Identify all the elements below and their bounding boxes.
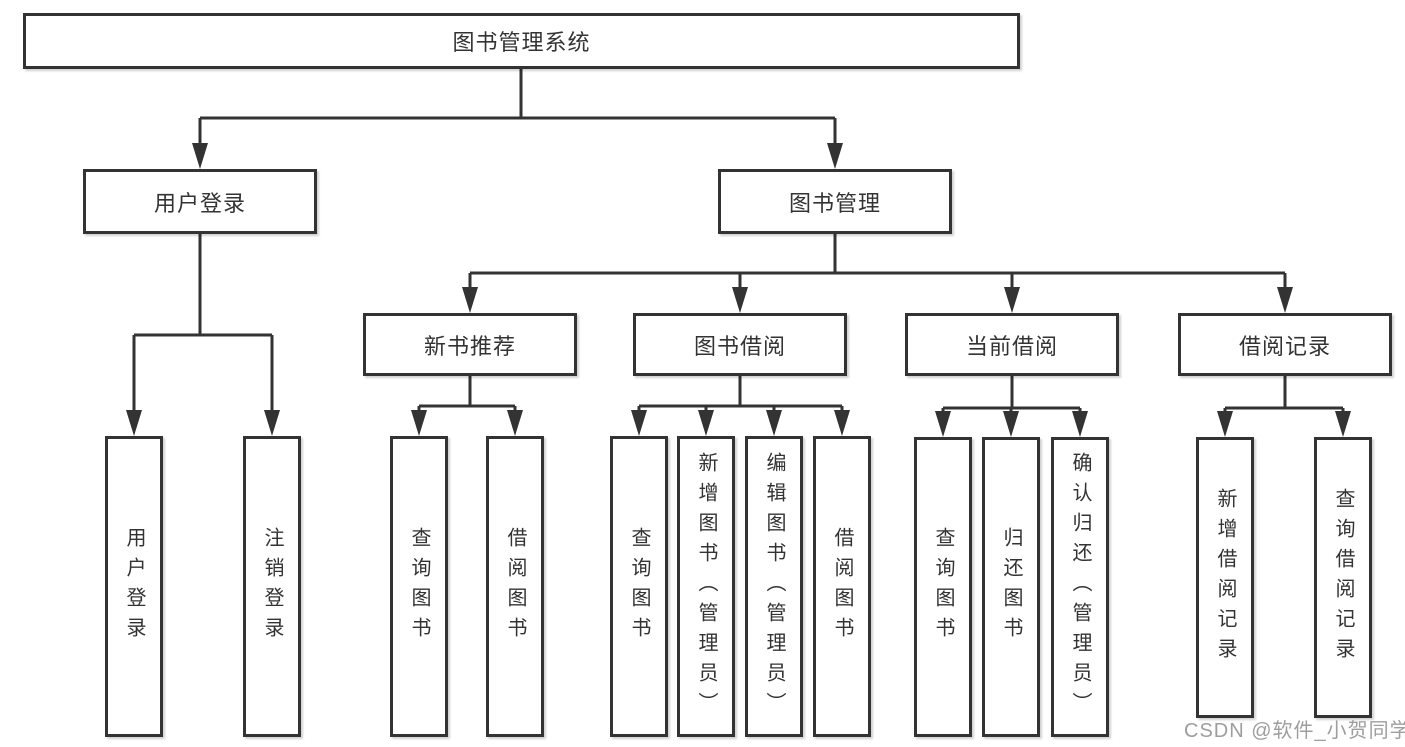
node-book-borrowing: 图书借阅 — [633, 313, 847, 376]
leaf-logout-login: 注销登录 — [243, 436, 301, 737]
node-borrowing-records-label: 借阅记录 — [1238, 333, 1331, 359]
leaf-add-books-admin: 新增图书（管理员） — [677, 436, 735, 737]
node-current-borrowing: 当前借阅 — [905, 313, 1119, 376]
leaf-query-books-borrowing-label: 查询图书 — [628, 526, 650, 647]
leaf-query-books-recommend-label: 查询图书 — [408, 526, 430, 647]
leaf-query-borrow-record-label: 查询借阅记录 — [1332, 487, 1354, 668]
leaf-user-login: 用户登录 — [105, 436, 163, 737]
node-book-management-label: 图书管理 — [788, 190, 881, 216]
leaf-add-books-admin-label: 新增图书（管理员） — [695, 451, 717, 722]
leaf-confirm-return-admin: 确认归还（管理员） — [1051, 437, 1109, 737]
leaf-query-books-current-label: 查询图书 — [932, 527, 954, 647]
node-new-book-recommend-label: 新书推荐 — [423, 333, 516, 359]
leaf-query-borrow-record: 查询借阅记录 — [1314, 437, 1372, 718]
node-current-borrowing-label: 当前借阅 — [965, 333, 1058, 359]
leaf-logout-login-label: 注销登录 — [261, 526, 283, 647]
leaf-query-books-current: 查询图书 — [914, 437, 972, 737]
leaf-query-books-recommend: 查询图书 — [390, 436, 448, 737]
leaf-add-borrow-record-label: 新增借阅记录 — [1214, 487, 1236, 668]
node-user-login-label: 用户登录 — [153, 190, 246, 216]
leaf-query-books-borrowing: 查询图书 — [610, 436, 668, 737]
node-new-book-recommend: 新书推荐 — [363, 313, 577, 376]
node-root-system: 图书管理系统 — [23, 13, 1020, 69]
leaf-return-books-label: 归还图书 — [1000, 527, 1022, 647]
leaf-confirm-return-admin-label: 确认归还（管理员） — [1069, 452, 1091, 722]
csdn-watermark: CSDN @软件_小贺同学 — [1184, 720, 1405, 742]
node-user-login: 用户登录 — [83, 169, 317, 234]
leaf-borrow-books-recommend-label: 借阅图书 — [504, 526, 526, 647]
leaf-edit-books-admin-label: 编辑图书（管理员） — [763, 451, 785, 722]
node-book-management: 图书管理 — [718, 169, 952, 234]
leaf-user-login-label: 用户登录 — [123, 526, 145, 647]
leaf-borrow-books-recommend: 借阅图书 — [486, 436, 544, 737]
node-root-label: 图书管理系统 — [452, 30, 591, 55]
leaf-add-borrow-record: 新增借阅记录 — [1196, 437, 1254, 718]
node-borrowing-records: 借阅记录 — [1178, 313, 1392, 376]
leaf-borrow-books-label: 借阅图书 — [831, 526, 853, 647]
node-book-borrowing-label: 图书借阅 — [693, 333, 786, 359]
leaf-borrow-books: 借阅图书 — [813, 436, 871, 737]
leaf-edit-books-admin: 编辑图书（管理员） — [745, 436, 803, 737]
leaf-return-books: 归还图书 — [982, 437, 1040, 737]
